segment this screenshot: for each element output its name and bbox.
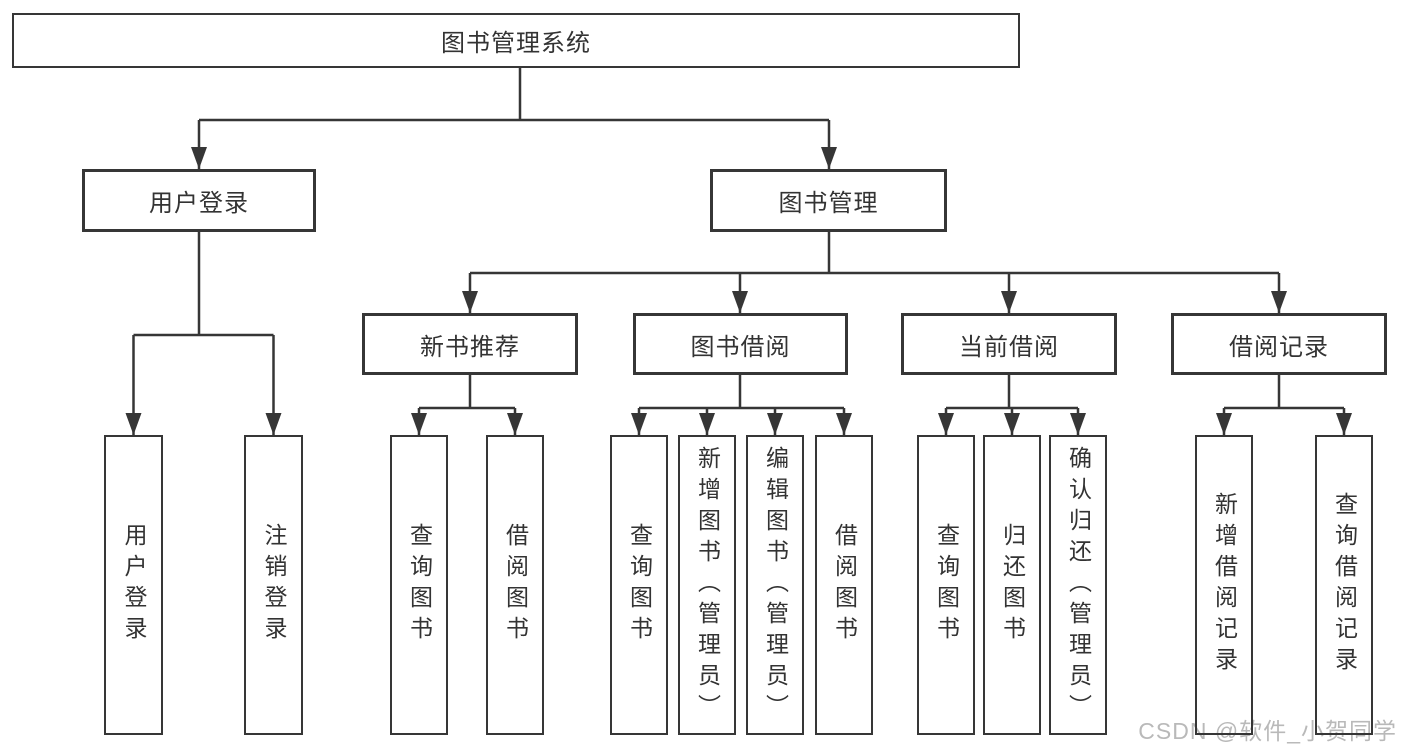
leaf-edit-book-admin: 编辑图书（管理员） bbox=[746, 435, 804, 735]
node-label: 查询图书 bbox=[933, 523, 960, 647]
leaf-query-books-current: 查询图书 bbox=[917, 435, 975, 735]
node-label: 借阅图书 bbox=[831, 523, 858, 647]
leaf-query-books-borrow: 查询图书 bbox=[610, 435, 668, 735]
node-label: 图书借阅 bbox=[690, 333, 791, 361]
connector-book-borrow-to-leaves bbox=[631, 375, 852, 435]
node-label: 新书推荐 bbox=[420, 333, 520, 361]
node-current-borrow: 当前借阅 bbox=[901, 313, 1117, 375]
leaf-query-borrow-record: 查询借阅记录 bbox=[1315, 435, 1373, 735]
node-label: 查询借阅记录 bbox=[1331, 492, 1358, 678]
node-label: 借阅图书 bbox=[502, 523, 529, 647]
connector-book-management-to-level3 bbox=[462, 232, 1287, 313]
leaf-borrow-books-recommend: 借阅图书 bbox=[486, 435, 544, 735]
node-new-book-recommend: 新书推荐 bbox=[362, 313, 578, 375]
node-label: 用户登录 bbox=[121, 523, 147, 647]
leaf-add-borrow-record: 新增借阅记录 bbox=[1195, 435, 1253, 735]
leaf-logout: 注销登录 bbox=[244, 435, 303, 735]
node-label: 注销登录 bbox=[261, 523, 287, 647]
connector-current-borrow-to-leaves bbox=[938, 375, 1086, 435]
node-label: 用户登录 bbox=[149, 190, 249, 217]
node-label: 当前借阅 bbox=[959, 333, 1059, 361]
leaf-borrow-books: 借阅图书 bbox=[815, 435, 873, 735]
node-label: 图书管理系统 bbox=[441, 30, 591, 57]
node-label: 新增借阅记录 bbox=[1211, 492, 1238, 678]
node-label: 借阅记录 bbox=[1229, 333, 1329, 361]
connector-root-to-level2 bbox=[191, 68, 837, 169]
leaf-add-book-admin: 新增图书（管理员） bbox=[678, 435, 736, 735]
leaf-return-books: 归还图书 bbox=[983, 435, 1041, 735]
watermark-text: CSDN @软件_小贺同学 bbox=[1138, 718, 1397, 744]
node-label: 确认归还（管理员） bbox=[1065, 445, 1092, 725]
connector-borrow-records-to-leaves bbox=[1216, 375, 1352, 435]
node-label: 新增图书（管理员） bbox=[694, 445, 721, 725]
node-label: 查询图书 bbox=[626, 523, 653, 647]
node-label: 查询图书 bbox=[406, 523, 433, 647]
leaf-user-login: 用户登录 bbox=[104, 435, 163, 735]
node-borrow-records: 借阅记录 bbox=[1171, 313, 1387, 375]
node-user-login: 用户登录 bbox=[82, 169, 316, 232]
node-book-management-system: 图书管理系统 bbox=[12, 13, 1020, 68]
node-label: 图书管理 bbox=[778, 190, 879, 217]
node-label: 归还图书 bbox=[999, 523, 1026, 647]
connector-user-login-to-leaves bbox=[125, 232, 282, 435]
leaf-confirm-return-admin: 确认归还（管理员） bbox=[1049, 435, 1107, 735]
node-book-borrow: 图书借阅 bbox=[633, 313, 848, 375]
node-label: 编辑图书（管理员） bbox=[762, 445, 789, 725]
node-book-management: 图书管理 bbox=[710, 169, 947, 232]
connector-new-book-recommend-to-leaves bbox=[411, 375, 523, 435]
leaf-query-books-recommend: 查询图书 bbox=[390, 435, 448, 735]
